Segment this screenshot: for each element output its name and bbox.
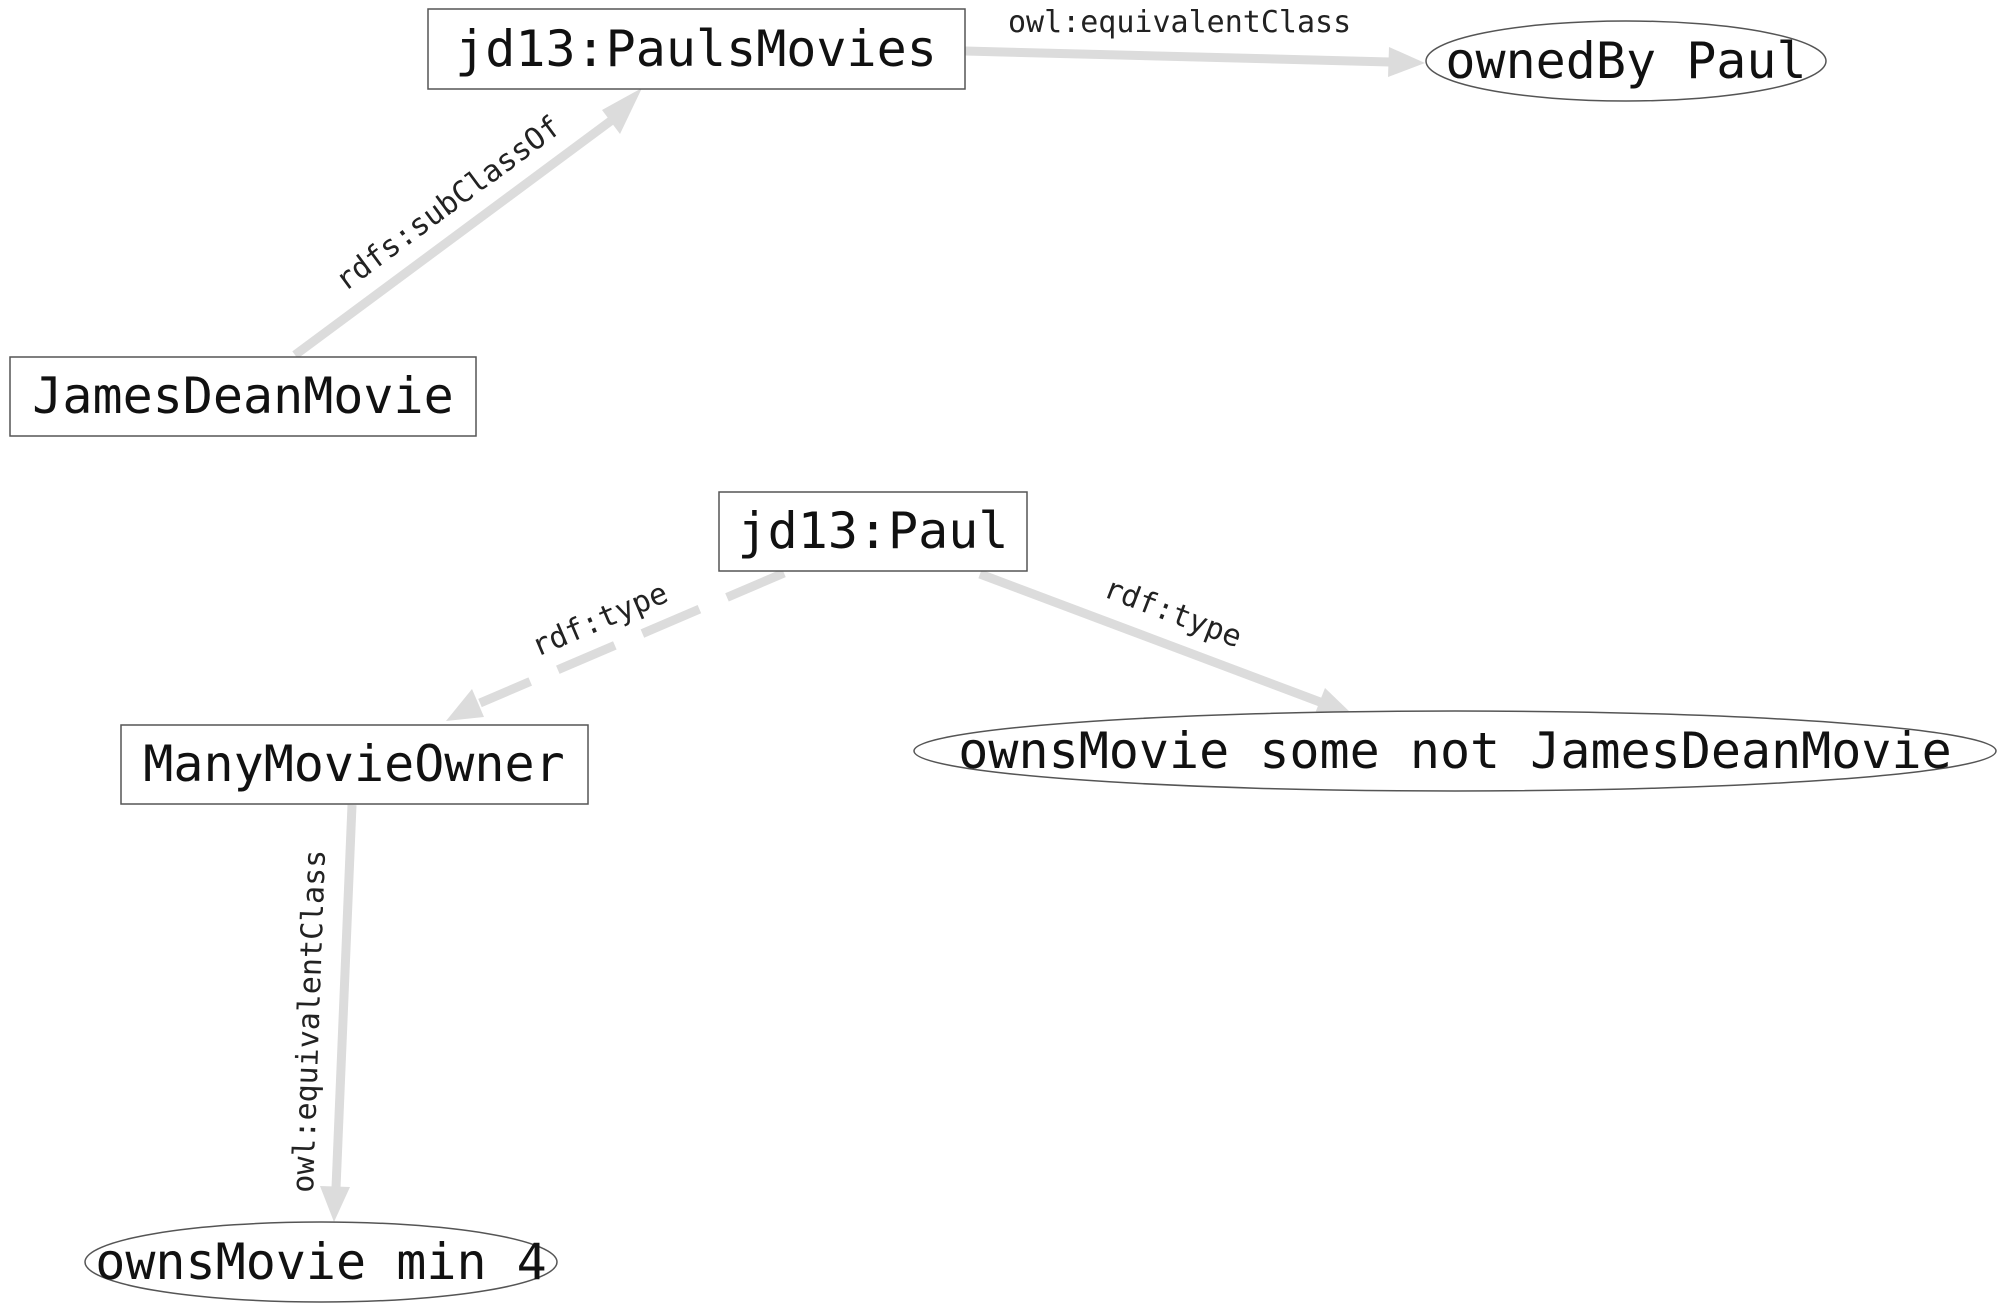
- node-paul-box: [718, 491, 1028, 572]
- edge-rdftype-solid-line: [978, 569, 1322, 707]
- node-ownedbypaul: ownedBy Paul: [1425, 20, 1827, 102]
- node-paul: jd13:Paul: [718, 491, 1028, 572]
- edge-equivalentclass-top: owl:equivalentClass: [964, 5, 1425, 77]
- node-ownsmovie-some-not-label: ownsMovie some not JamesDeanMovie: [958, 722, 1951, 780]
- edge-rdftype-solid-arrowhead: [1314, 688, 1352, 716]
- node-manymovieowner-box: [120, 724, 589, 805]
- node-ownedbypaul-label: ownedBy Paul: [1445, 32, 1806, 90]
- edge-subclassof-label: rdfs:subClassOf: [329, 109, 568, 298]
- edge-subclassof-arrowhead: [602, 88, 642, 134]
- edge-equivalentclass-top-arrowhead: [1388, 47, 1425, 77]
- node-paulsmovies-box: [427, 8, 966, 90]
- edge-equivalentclass-bottom-label: owl:equivalentClass: [286, 849, 333, 1193]
- edge-equivalentclass-bottom: owl:equivalentClass: [286, 804, 357, 1222]
- node-ownsmovie-min4: ownsMovie min 4: [84, 1221, 558, 1303]
- node-ownsmovie-min4-ellipse: [84, 1221, 558, 1303]
- node-paulsmovies: jd13:PaulsMovies: [427, 8, 966, 90]
- node-manymovieowner: ManyMovieOwner: [120, 724, 589, 805]
- node-ownsmovie-some-not-ellipse: [913, 710, 1997, 792]
- node-ownsmovie-min4-label: ownsMovie min 4: [95, 1233, 547, 1291]
- edge-rdftype-dashed-arrowhead: [446, 689, 484, 721]
- edge-equivalentclass-bottom-line: [331, 804, 357, 1189]
- node-jamesdeanmovie: JamesDeanMovie: [9, 356, 477, 437]
- node-paul-label: jd13:Paul: [738, 502, 1009, 560]
- node-manymovieowner-label: ManyMovieOwner: [143, 735, 564, 793]
- edge-subclassof: rdfs:subClassOf: [292, 88, 642, 359]
- edge-equivalentclass-bottom-arrowhead: [320, 1186, 350, 1222]
- node-paulsmovies-label: jd13:PaulsMovies: [455, 20, 937, 78]
- node-ownedbypaul-ellipse: [1425, 20, 1827, 102]
- edge-subclassof-line: [292, 116, 615, 359]
- edge-equivalentclass-top-line: [964, 46, 1391, 67]
- node-ownsmovie-some-not: ownsMovie some not JamesDeanMovie: [913, 710, 1997, 792]
- edge-rdftype-solid: rdf:type: [978, 569, 1352, 716]
- edge-rdftype-dashed: rdf:type: [446, 568, 786, 721]
- edge-rdftype-dashed-line: [478, 568, 786, 708]
- edge-equivalentclass-top-label: owl:equivalentClass: [1008, 5, 1351, 40]
- node-jamesdeanmovie-box: [9, 356, 477, 437]
- node-jamesdeanmovie-label: JamesDeanMovie: [32, 367, 453, 425]
